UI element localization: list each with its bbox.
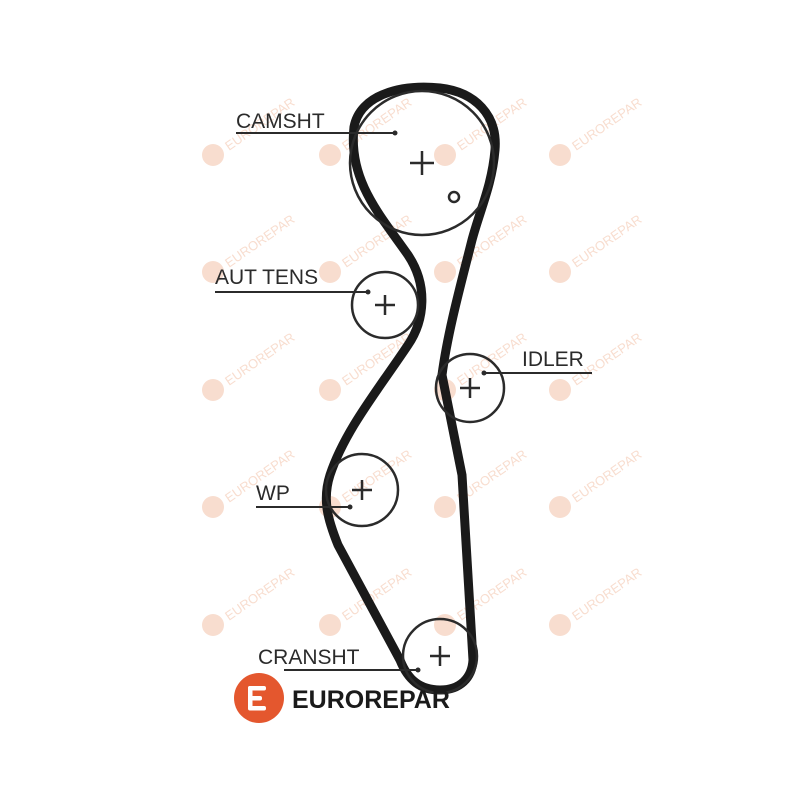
watermark-stamp: EUROREPAR — [434, 446, 529, 518]
timing-belt — [321, 82, 500, 695]
idler-pulley — [434, 352, 506, 424]
svg-text:EUROREPAR: EUROREPAR — [222, 329, 297, 388]
svg-text:EUROREPAR: EUROREPAR — [569, 564, 644, 623]
svg-text:EUROREPAR: EUROREPAR — [569, 446, 644, 505]
crankshaft-pulley — [401, 617, 479, 695]
svg-text:EUROREPAR: EUROREPAR — [569, 211, 644, 270]
watermark-stamp: EUROREPAR — [549, 94, 644, 166]
watermark-stamp: EUROREPAR — [202, 564, 297, 636]
center-cross-icon — [352, 480, 372, 500]
timing-mark-icon — [447, 190, 461, 204]
center-cross-icon — [410, 151, 434, 175]
svg-text:EUROREPAR: EUROREPAR — [454, 329, 529, 388]
camshaft-pulley — [348, 89, 496, 237]
water-pump-label: WP — [256, 482, 290, 505]
center-cross-icon — [430, 646, 450, 666]
watermark-stamp: EUROREPAR — [434, 564, 529, 636]
watermark-stamp: EUROREPAR — [549, 446, 644, 518]
center-cross-icon — [460, 378, 480, 398]
idler-label: IDLER — [522, 348, 584, 371]
water-pump-pulley — [324, 452, 400, 528]
watermark-stamp: EUROREPAR — [549, 564, 644, 636]
auto-tensioner-pulley — [350, 270, 420, 340]
eurorepar-logo: EUROREPAR — [234, 673, 450, 723]
watermark-stamp: EUROREPAR — [202, 329, 297, 401]
brand-name: EUROREPAR — [292, 686, 450, 714]
watermark-stamp: EUROREPAR — [319, 329, 414, 401]
svg-text:EUROREPAR: EUROREPAR — [222, 211, 297, 270]
center-cross-icon — [375, 295, 395, 315]
camshaft-label: CAMSHT — [236, 110, 325, 133]
svg-text:EUROREPAR: EUROREPAR — [569, 94, 644, 153]
watermark-stamp: EUROREPAR — [549, 211, 644, 283]
svg-text:EUROREPAR: EUROREPAR — [222, 564, 297, 623]
auto-tensioner-label: AUT TENS — [215, 266, 318, 289]
crankshaft-label: CRANSHT — [258, 646, 360, 669]
